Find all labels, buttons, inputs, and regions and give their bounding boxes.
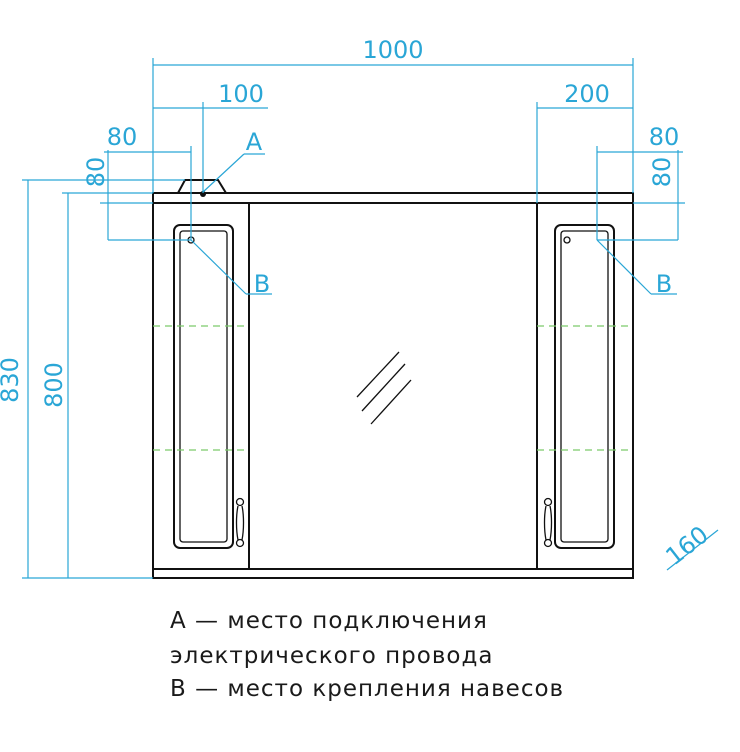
mirror-glare-icon (356, 351, 412, 425)
cabinet (152, 179, 634, 579)
left-door-panel-outer (173, 224, 234, 549)
dim-height-body: 800 (40, 362, 68, 408)
left-door (152, 202, 250, 570)
cabinet-top (152, 192, 634, 204)
right-door-panel-outer (554, 224, 615, 549)
wire-point-a (200, 191, 206, 197)
dimensions: 1000 100 200 80 80 80 80 830 (0, 36, 719, 579)
dim-offset-right-b: 80 (649, 123, 680, 151)
legend-line-3: B — место крепления навесов (170, 676, 565, 702)
dim-depth: 160 (660, 521, 713, 571)
dim-offset-left-b: 80 (107, 123, 138, 151)
dim-offset-right: 200 (564, 80, 610, 108)
right-hanger-point (563, 236, 571, 244)
mirror-panel (248, 202, 538, 570)
cabinet-bottom (152, 568, 634, 579)
lamp-fixture (176, 179, 228, 194)
dim-vert-right-b: 80 (648, 157, 676, 188)
left-handle (235, 497, 245, 548)
dim-offset-left-a: 100 (218, 80, 264, 108)
legend-line-2: электрического провода (170, 643, 494, 669)
marker-a: A (246, 128, 263, 156)
dim-vert-left-b: 80 (82, 157, 110, 188)
right-door-panel-inner (560, 230, 609, 543)
right-door (536, 202, 634, 570)
marker-b-right: B (656, 270, 672, 298)
legend-line-1: A — место подключения (170, 608, 488, 634)
marker-b-left: B (254, 270, 270, 298)
right-handle (543, 497, 553, 548)
dim-width-total: 1000 (362, 36, 423, 64)
dim-height-total: 830 (0, 357, 24, 403)
left-door-panel-inner (179, 230, 228, 543)
